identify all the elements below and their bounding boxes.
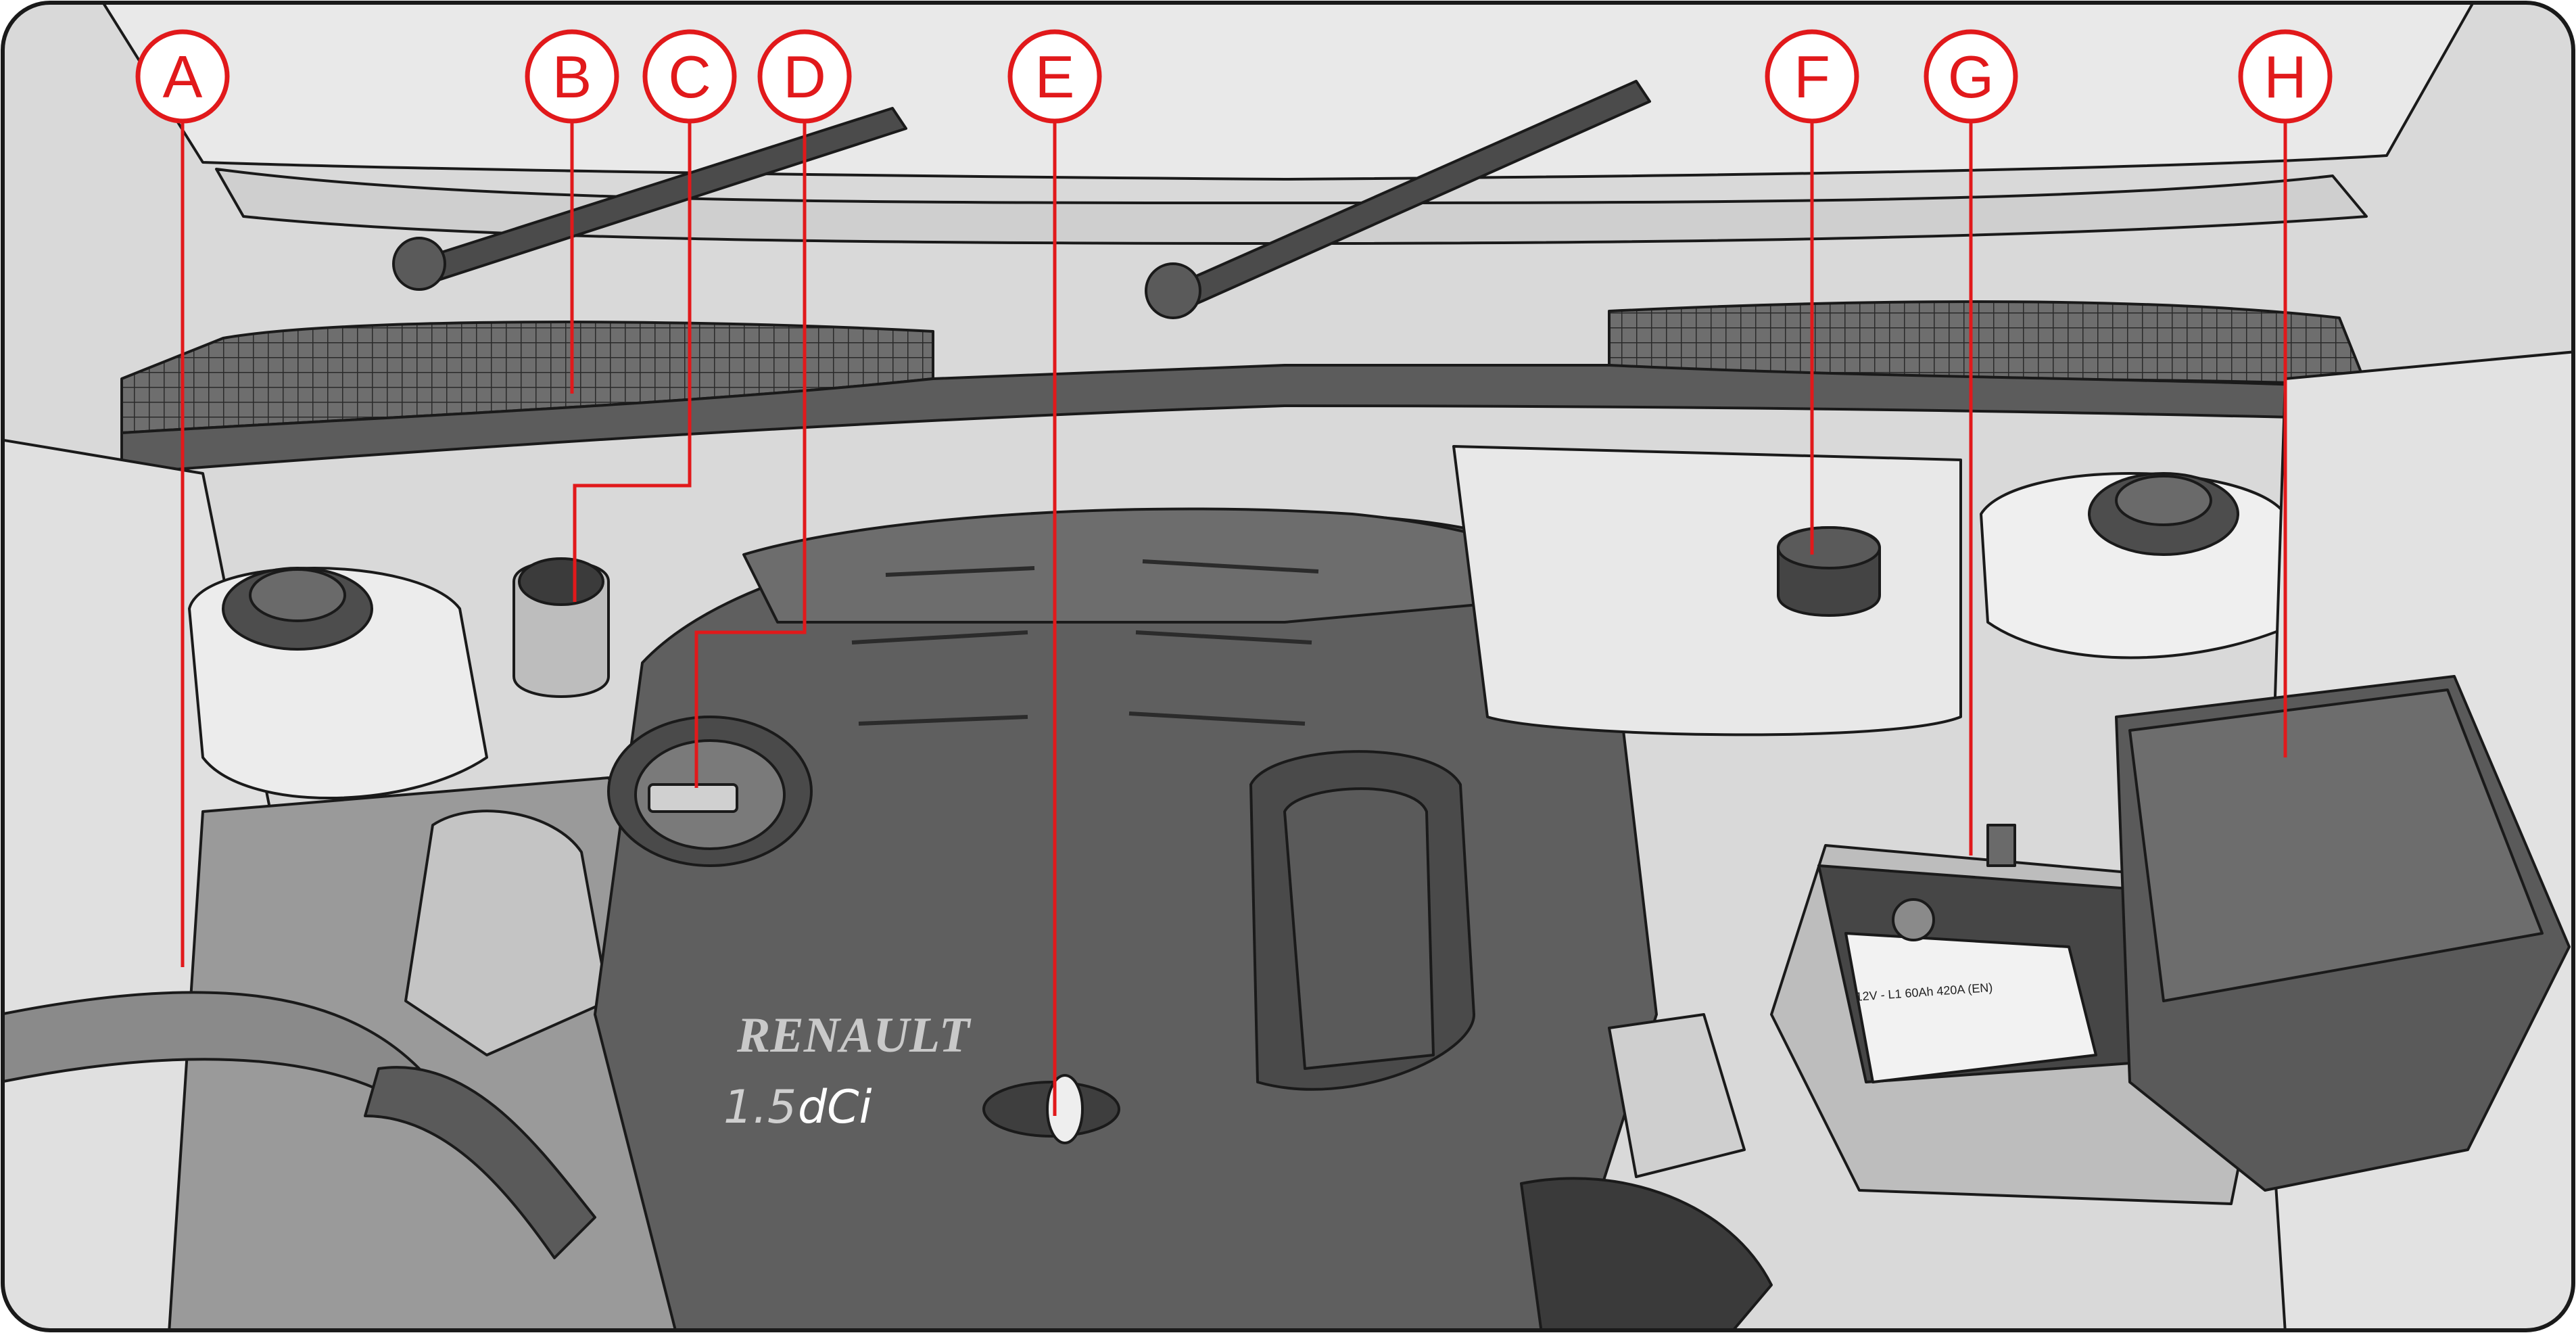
corrugated-hose <box>1520 1177 1773 1329</box>
engine-size-badge: 1.5 <box>723 1081 796 1134</box>
wiper-pivot-left <box>392 237 446 291</box>
callout-b: B <box>525 29 619 124</box>
engine-cover-ribs <box>851 559 1319 726</box>
callout-d-label: D <box>783 43 826 110</box>
coolant-tank <box>1452 445 1962 736</box>
callout-c-circle <box>642 29 737 124</box>
callout-leaders <box>181 119 2287 1116</box>
alternator-bracket <box>404 810 610 1056</box>
callout-e-circle <box>1007 29 1102 124</box>
callout-e: E <box>1007 29 1102 124</box>
callout-c-label: C <box>668 43 711 110</box>
bonnet-inner-edge <box>215 168 2368 245</box>
callout-g-label: G <box>1948 43 1994 110</box>
wiper-pivot-right <box>1145 262 1201 319</box>
brake-fluid-cap <box>518 557 604 606</box>
callout-c: C <box>642 29 737 124</box>
battery-indicator <box>1892 898 1935 941</box>
callout-f: F <box>1765 29 1859 124</box>
callout-a-circle <box>135 29 230 124</box>
brand-badge: RENAULT <box>736 1008 972 1063</box>
bonnet-underside <box>100 4 2476 181</box>
callout-layer: A B C D E F G H <box>135 29 2333 124</box>
callout-h-label: H <box>2264 43 2307 110</box>
callout-g: G <box>1924 29 2018 124</box>
callout-a: A <box>135 29 230 124</box>
engine-type-badge: dCi <box>798 1081 872 1134</box>
callout-d: D <box>757 29 852 124</box>
fuse-box <box>1608 1013 1746 1178</box>
leader-d <box>694 119 807 788</box>
hose-lower <box>364 1066 596 1259</box>
callout-b-label: B <box>552 43 592 110</box>
callout-b-circle <box>525 29 619 124</box>
callout-d-circle <box>757 29 852 124</box>
callout-h: H <box>2238 29 2333 124</box>
callout-g-circle <box>1924 29 2018 124</box>
callout-a-label: A <box>163 43 203 110</box>
callout-h-circle <box>2238 29 2333 124</box>
battery-terminal-positive <box>1986 824 2016 867</box>
leader-c <box>573 119 692 602</box>
callout-f-circle <box>1765 29 1859 124</box>
battery-label-panel <box>1844 932 2097 1083</box>
callout-e-label: E <box>1035 43 1075 110</box>
callout-f-label: F <box>1794 43 1830 110</box>
